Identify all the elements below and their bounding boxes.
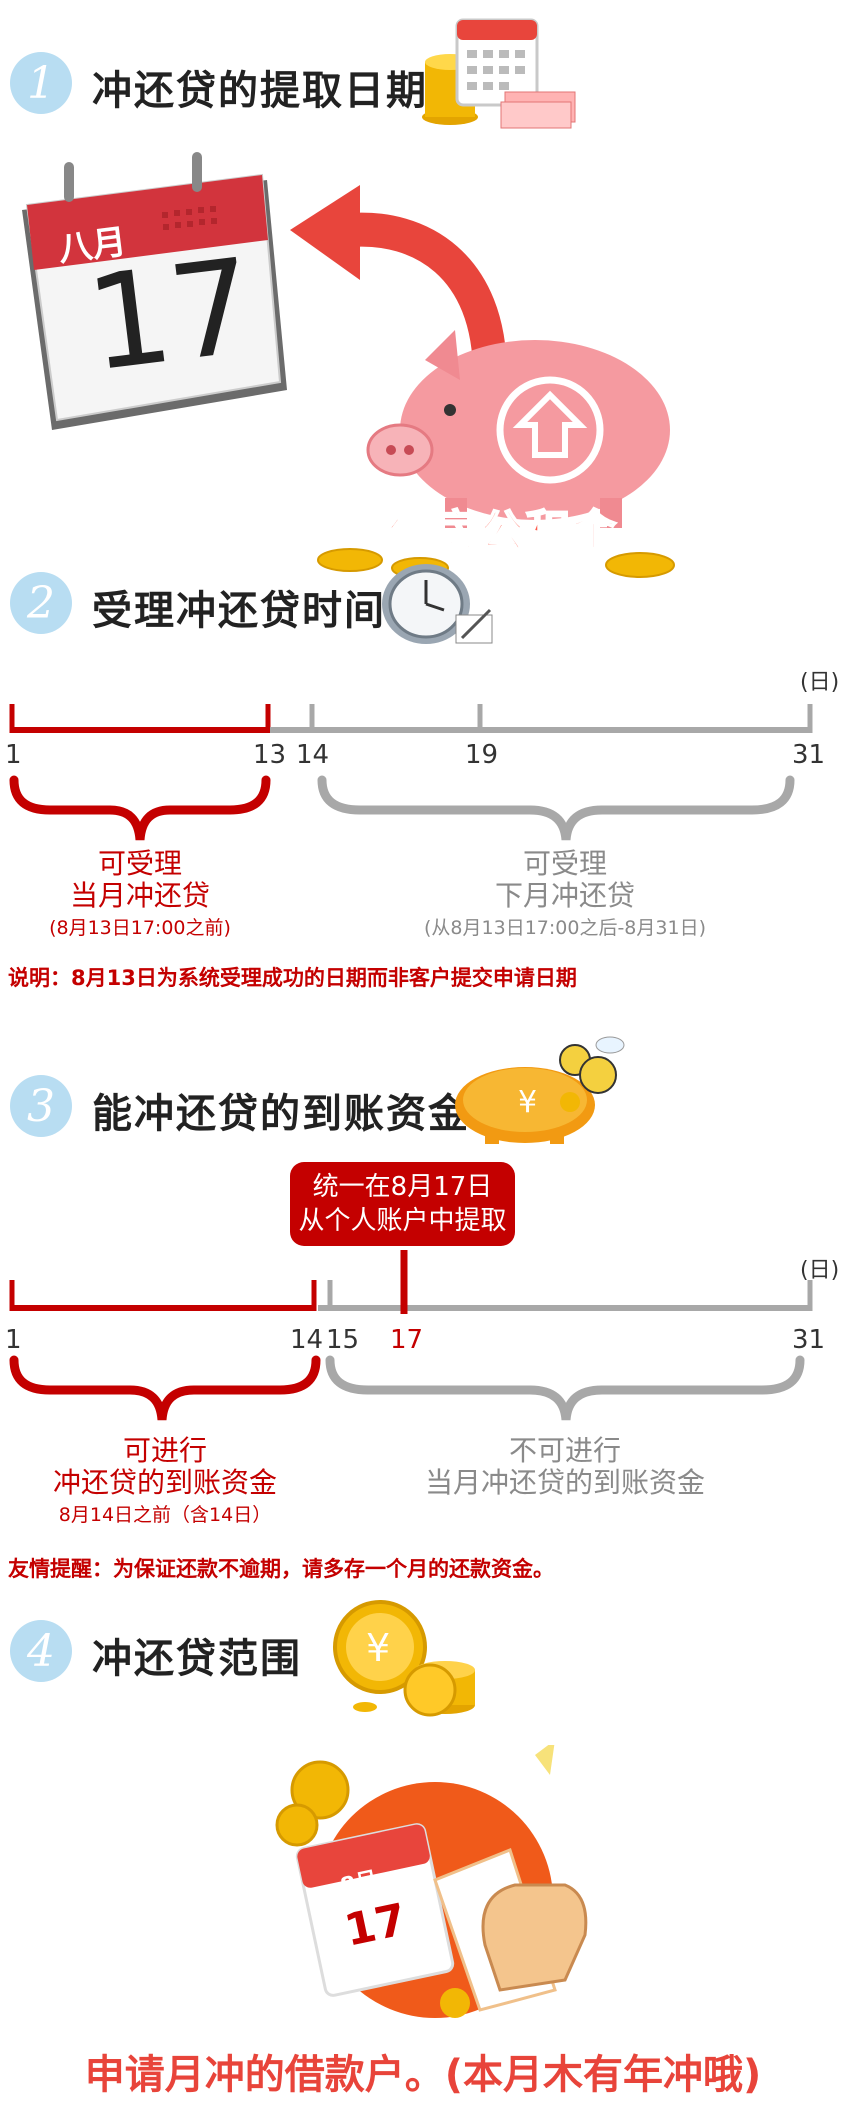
timeline2-unit: (日) — [800, 1258, 840, 1283]
timeline1-tick-13: 13 — [253, 740, 287, 770]
section3-number-badge: 3 — [10, 1075, 72, 1137]
timeline2-left-label: 可进行 冲还贷的到账资金 8月14日之前（含14日） — [30, 1435, 300, 1531]
section3-title: 能冲还贷的到账资金 — [92, 1091, 470, 1137]
timeline1-left-line1: 可受理 — [97, 847, 182, 880]
clock-icon — [382, 564, 493, 644]
gold-piggy-bee-icon: ¥ — [455, 1036, 625, 1144]
timeline2-left-line3: 8月14日之前（含14日） — [58, 1504, 272, 1526]
section1-number-badge: 1 — [10, 52, 72, 114]
bubble-line2: 从个人账户中提取 — [298, 1206, 507, 1236]
section2-number-badge: 2 — [10, 572, 72, 634]
piggy-bank-icon — [366, 330, 670, 528]
timeline1-tick-14: 14 — [296, 740, 330, 770]
timeline2-tick-14: 14 — [290, 1325, 324, 1355]
timeline2-chart — [9, 1250, 813, 1421]
section2-title: 受理冲还贷时间 — [92, 588, 386, 634]
timeline1-tick-1: 1 — [5, 740, 22, 770]
extraction-date-bubble: 统一在8月17日 从个人账户中提取 — [290, 1162, 515, 1246]
coins-stack-icon: ¥ — [333, 1600, 475, 1717]
timeline1-right-line1: 可受理 — [522, 847, 607, 880]
timeline2-note: 友情提醒：为保证还款不逾期，请多存一个月的还款资金。 — [8, 1557, 554, 1581]
timeline1-right-label: 可受理 下月冲还贷 (从8月13日17:00之后-8月31日) — [385, 848, 745, 944]
timeline2-right-line1: 不可进行 — [508, 1434, 621, 1467]
timeline2-left-line1: 可进行 — [122, 1434, 207, 1467]
svg-text:¥: ¥ — [366, 1626, 390, 1670]
timeline1-left-line3: (8月13日17:00之前) — [49, 917, 231, 939]
timeline1-tick-31: 31 — [792, 740, 826, 770]
section1-title: 冲还贷的提取日期 — [92, 68, 428, 114]
timeline2-left-line2: 冲还贷的到账资金 — [52, 1466, 277, 1499]
calendar-coins-icon — [422, 18, 576, 129]
timeline1-left-line2: 当月冲还贷 — [69, 879, 210, 912]
footer-text: 申请月冲的借款户。(本月木有年冲哦) — [84, 2052, 762, 2098]
section4-title: 冲还贷范围 — [92, 1636, 302, 1682]
calendar-day: 17 — [79, 229, 263, 401]
timeline2-tick-15: 15 — [326, 1325, 360, 1355]
timeline1-note: 说明：8月13日为系统受理成功的日期而非客户提交申请日期 — [8, 966, 577, 990]
timeline2-tick-1: 1 — [5, 1325, 22, 1355]
section4-number-badge: 4 — [10, 1620, 72, 1682]
bubble-line1: 统一在8月17日 — [312, 1172, 493, 1202]
calendar-icon — [22, 152, 287, 430]
timeline1-left-label: 可受理 当月冲还贷 (8月13日17:00之前) — [20, 848, 260, 944]
timeline2-tick-31: 31 — [792, 1325, 826, 1355]
timeline1-chart — [9, 704, 813, 841]
timeline2-tick-17: 17 — [390, 1325, 424, 1355]
timeline1-right-line3: (从8月13日17:00之后-8月31日) — [424, 917, 706, 939]
timeline1-tick-19: 19 — [465, 740, 499, 770]
piggy-label: 住房公积金 — [387, 505, 618, 558]
timeline1-unit: (日) — [800, 670, 840, 695]
timeline2-right-label: 不可进行 当月冲还贷的到账资金 — [400, 1435, 730, 1499]
arrow-icon — [290, 185, 507, 385]
svg-text:¥: ¥ — [518, 1085, 537, 1120]
calendar-fist-illustration — [275, 1745, 588, 2018]
timeline1-right-line2: 下月冲还贷 — [494, 879, 635, 912]
timeline2-right-line2: 当月冲还贷的到账资金 — [424, 1466, 705, 1499]
